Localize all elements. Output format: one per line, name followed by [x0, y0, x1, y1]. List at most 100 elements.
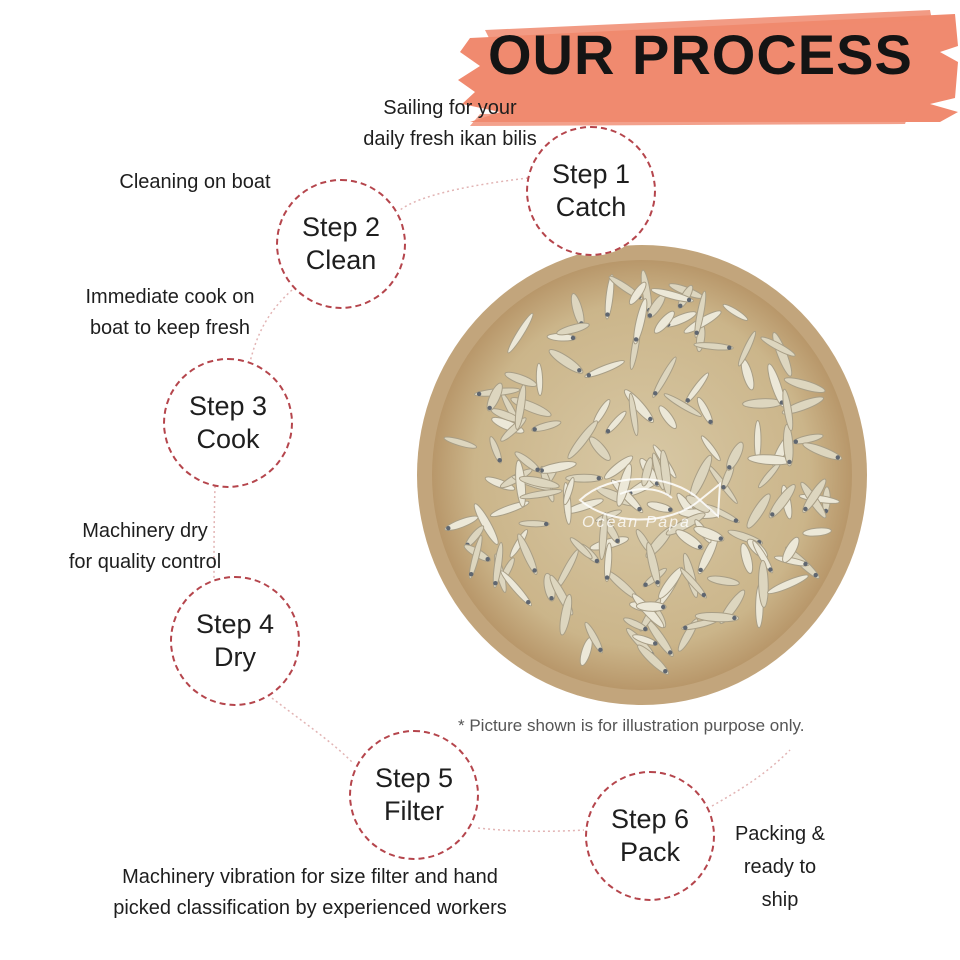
anchovy [653, 310, 675, 334]
fish-logo-icon [578, 478, 722, 521]
anchovy [768, 484, 796, 519]
anchovy-eye [655, 580, 660, 585]
anchovy-eye [668, 650, 673, 655]
anchovy-eye [653, 641, 658, 646]
anchovy-eye [697, 544, 703, 550]
anchovy [559, 593, 573, 636]
anchovy [663, 393, 702, 417]
anchovy [696, 396, 714, 426]
anchovy [628, 392, 639, 437]
anchovy [468, 534, 483, 579]
anchovy-eye [793, 439, 798, 444]
anchovy [802, 527, 832, 537]
anchovy-eye [643, 626, 648, 632]
anchovy [722, 303, 749, 321]
anchovy [444, 515, 479, 532]
anchovy [635, 601, 667, 612]
anchovy [752, 540, 774, 574]
anchovy-eye [605, 312, 610, 317]
anchovy [658, 405, 677, 430]
anchovy [726, 441, 744, 471]
anchovy [443, 436, 478, 449]
anchovy [588, 436, 611, 461]
anchovy [740, 542, 754, 574]
illustration-disclaimer: * Picture shown is for illustration purp… [458, 716, 805, 735]
anchovy [782, 536, 800, 563]
anchovy [563, 477, 575, 506]
anchovy [603, 542, 613, 583]
anchovy [700, 435, 721, 462]
anchovy-eye [683, 625, 688, 630]
step-2-number: Step 2 [301, 212, 381, 242]
anchovy-eye [532, 427, 537, 432]
brush-stroke-banner [458, 10, 958, 126]
anchovy [781, 396, 825, 415]
anchovy [616, 463, 633, 507]
anchovy-eye [596, 476, 601, 481]
page-title: OUR PROCESS [488, 23, 913, 86]
anchovy-eye [604, 575, 610, 580]
anchovy [693, 525, 725, 542]
anchovy-basket-image [417, 245, 867, 705]
step-4-circle: Step 4 Dry [170, 576, 300, 706]
anchovy [569, 537, 593, 560]
anchovy [531, 420, 562, 432]
anchovy-eye [544, 521, 549, 527]
anchovy [507, 312, 534, 354]
step-4-name: Dry [214, 642, 256, 672]
anchovy-eye [727, 345, 732, 350]
anchovy [548, 349, 584, 374]
anchovy-eye [526, 600, 531, 605]
anchovy [707, 575, 740, 587]
anchovy-eye [598, 647, 603, 652]
anchovy [652, 356, 677, 398]
step-6-description: Packing & ready to ship [734, 823, 826, 911]
anchovy [486, 382, 503, 412]
anchovy [565, 473, 604, 483]
anchovy-eye [643, 582, 648, 587]
anchovy-eye [661, 604, 666, 610]
anchovy-eye [727, 465, 732, 470]
anchovy-eye [718, 536, 723, 541]
step-5-circle: Step 5 Filter [349, 730, 479, 860]
anchovy [760, 336, 796, 357]
anchovy [605, 410, 627, 435]
anchovy-eye [803, 506, 808, 512]
anchovy-eye [570, 335, 576, 341]
anchovy [518, 475, 560, 489]
anchovy-eye [787, 459, 792, 465]
anchovy-eye [633, 337, 639, 342]
anchovy-eye [668, 507, 673, 512]
anchovy [514, 451, 541, 473]
anchovy [567, 420, 598, 460]
anchovy-eye [835, 455, 840, 460]
anchovy-eye [539, 468, 544, 473]
step-1-circle: Step 1 Catch [526, 126, 656, 256]
anchovy [623, 617, 649, 632]
anchovy [693, 342, 734, 351]
anchovy [646, 501, 674, 513]
anchovy [492, 542, 504, 589]
anchovy [694, 290, 707, 338]
anchovy [782, 388, 794, 432]
anchovy [598, 511, 608, 561]
anchovy-eye [648, 416, 653, 422]
anchovy [604, 274, 615, 320]
anchovy [632, 634, 659, 646]
anchovy-eye [701, 592, 706, 598]
anchovy-eye [493, 581, 498, 586]
anchovy-eye [532, 568, 537, 573]
anchovy [535, 362, 544, 396]
anchovy [665, 512, 706, 536]
anchovy-eye [586, 373, 591, 378]
watermark-text: Ocean Papa [582, 514, 691, 531]
step-3-description: Immediate cook on boat to keep fresh [85, 286, 255, 339]
step-2-description: Cleaning on boat [119, 171, 271, 193]
step-4-description: Machinery dry for quality control [68, 520, 222, 573]
step-2-circle: Step 2 Clean [276, 179, 406, 309]
anchovy [500, 570, 533, 607]
anchovy-eye [549, 596, 554, 601]
anchovy-eye [647, 313, 653, 318]
anchovy-eye [487, 405, 492, 411]
